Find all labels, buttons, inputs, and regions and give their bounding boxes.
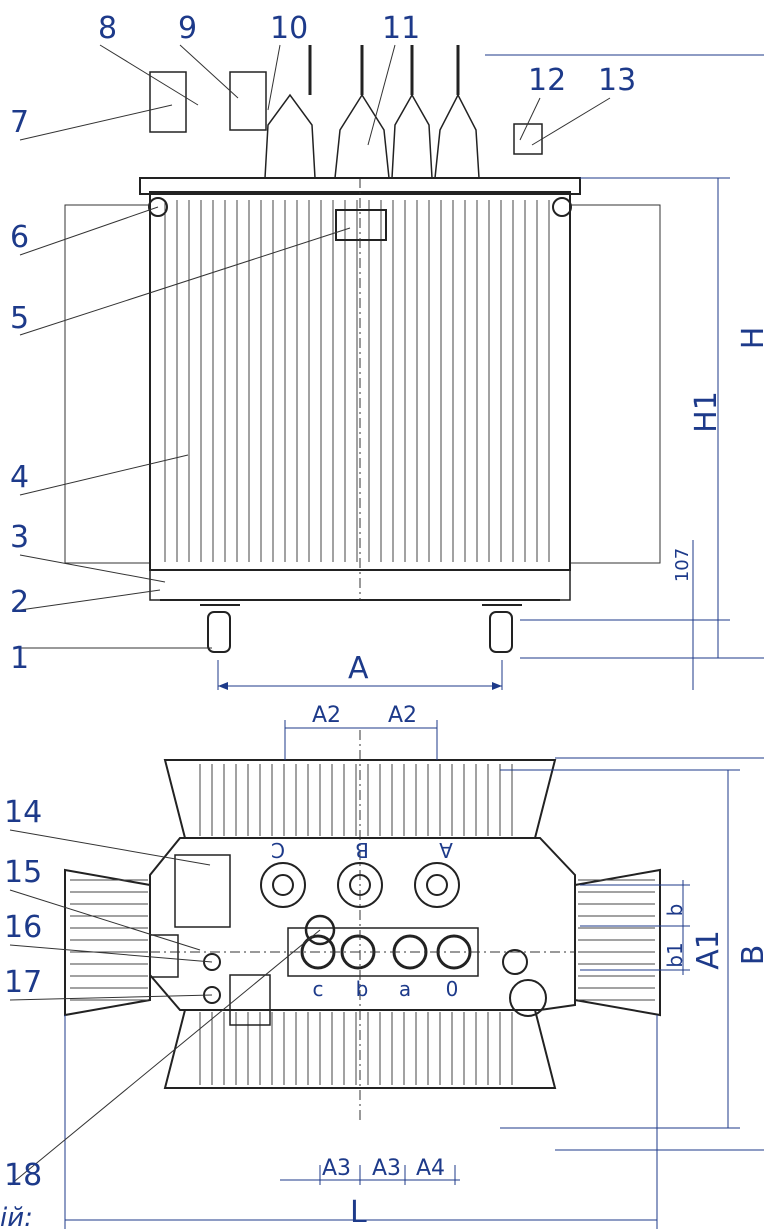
dim-A: A (348, 651, 369, 686)
callout-3: 3 (10, 520, 29, 555)
dim-B: B (736, 945, 764, 966)
callout-10: 10 (270, 11, 308, 46)
hv-bushings (264, 45, 480, 179)
hv-terminal-C: C (271, 838, 285, 862)
lv-terminal-c: c (313, 977, 324, 1001)
dim-H1: H1 (689, 391, 724, 433)
callout-9: 9 (178, 11, 197, 46)
callout-4: 4 (10, 460, 29, 495)
lv-terminal-a: a (399, 977, 411, 1001)
lv-terminal-b: b (356, 977, 369, 1001)
callout-15: 15 (4, 855, 42, 890)
callout-5: 5 (10, 301, 29, 336)
dim-107: 107 (672, 548, 693, 582)
filling-plug (304, 914, 336, 946)
callout-17: 17 (4, 965, 42, 1000)
dim-A3-right: A3 (372, 1156, 401, 1181)
right-side-radiator (569, 204, 661, 564)
callout-14: 14 (4, 795, 42, 830)
dim-A3-left: A3 (322, 1156, 351, 1181)
callout-13: 13 (598, 63, 636, 98)
footer-text: ій: (0, 1203, 33, 1229)
gas-relay-box (149, 71, 187, 133)
lifting-eye-right (552, 197, 572, 217)
callout-16: 16 (4, 910, 42, 945)
callout-2: 2 (10, 585, 29, 620)
dim-L: L (350, 1195, 367, 1229)
dim-A1: A1 (691, 930, 726, 970)
dim-A2-right: A2 (388, 703, 417, 728)
plan-radiator-fins (70, 764, 655, 1085)
pressure-relay-box (229, 71, 267, 131)
left-side-radiator (64, 204, 151, 564)
callout-leaders (9, 44, 611, 1186)
callout-11: 11 (382, 11, 420, 46)
lv-terminal-0: 0 (446, 977, 459, 1001)
wheel-left (207, 611, 231, 653)
tank-cover-plan (149, 837, 576, 1011)
dim-A2-left: A2 (312, 703, 341, 728)
dim-b1: b1 (663, 942, 687, 967)
plan-view (64, 720, 764, 1229)
callout-18: 18 (4, 1158, 42, 1193)
dim-A4: A4 (416, 1156, 445, 1181)
wheel-right (489, 611, 513, 653)
callout-8: 8 (98, 11, 117, 46)
radiator-fins (164, 200, 550, 562)
dim-H: H (736, 327, 764, 350)
nameplate (335, 209, 387, 241)
dim-b: b (663, 904, 687, 917)
callout-7: 7 (10, 105, 29, 140)
hv-terminal-A: A (439, 838, 453, 862)
hv-terminal-B: B (355, 838, 369, 862)
thermometer-box (513, 123, 543, 155)
front-view (64, 45, 764, 690)
lifting-eye-left (148, 197, 168, 217)
callout-1: 1 (10, 641, 29, 676)
callout-6: 6 (10, 220, 29, 255)
callout-12: 12 (528, 63, 566, 98)
